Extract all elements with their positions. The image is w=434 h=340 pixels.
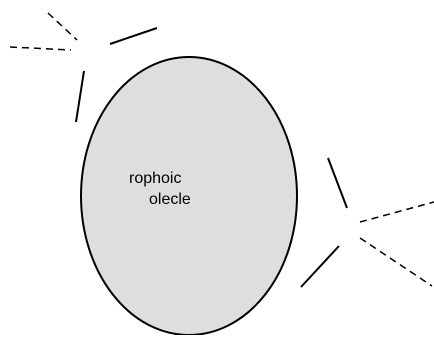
- right-upper-solid-segment: [327, 157, 348, 209]
- top-solid-segment: [109, 27, 158, 45]
- left-solid-segment: [75, 70, 85, 123]
- cell-label-line-1: rophoic: [129, 170, 182, 187]
- right-dashed-segment-2: [359, 237, 433, 287]
- cell-label-line-2: olecle: [149, 191, 191, 208]
- upper-left-dashed-segment-2: [9, 46, 72, 51]
- right-dashed-segment-1: [359, 201, 434, 223]
- upper-left-dashed-segment-1: [47, 12, 78, 41]
- right-lower-solid-segment: [300, 245, 340, 288]
